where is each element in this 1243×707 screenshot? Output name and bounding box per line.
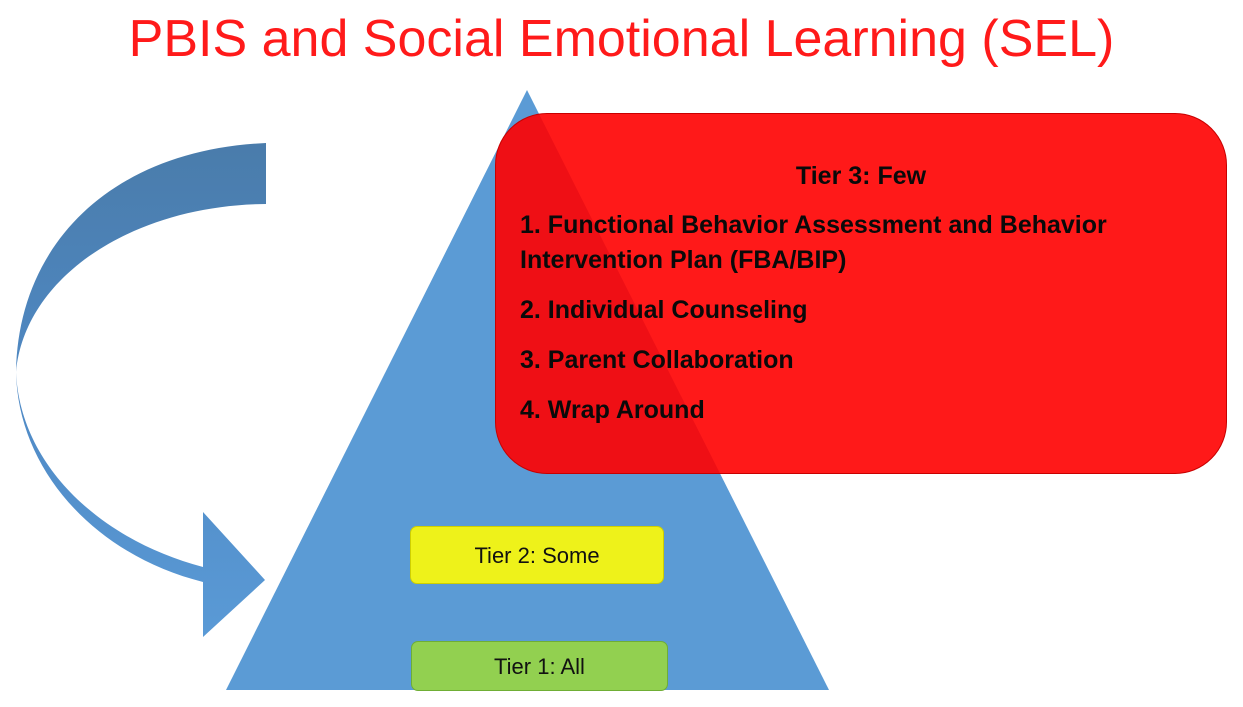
- page-title: PBIS and Social Emotional Learning (SEL): [128, 10, 1115, 68]
- tier3-item-2: 2. Individual Counseling: [520, 296, 808, 324]
- tier3-heading: Tier 3: Few: [795, 162, 927, 190]
- tier3-item-4: 4. Wrap Around: [520, 396, 705, 424]
- curved-arrow-icon: [16, 143, 266, 637]
- tier3-item-1: 1. Functional Behavior Assessment and Be…: [520, 211, 1107, 274]
- tier1-box: Tier 1: All: [411, 641, 668, 691]
- tier2-box: Tier 2: Some: [410, 526, 664, 584]
- tier3-item-3: 3. Parent Collaboration: [520, 346, 794, 374]
- tier3-box: Tier 3: Few 1. Functional Behavior Asses…: [495, 113, 1227, 474]
